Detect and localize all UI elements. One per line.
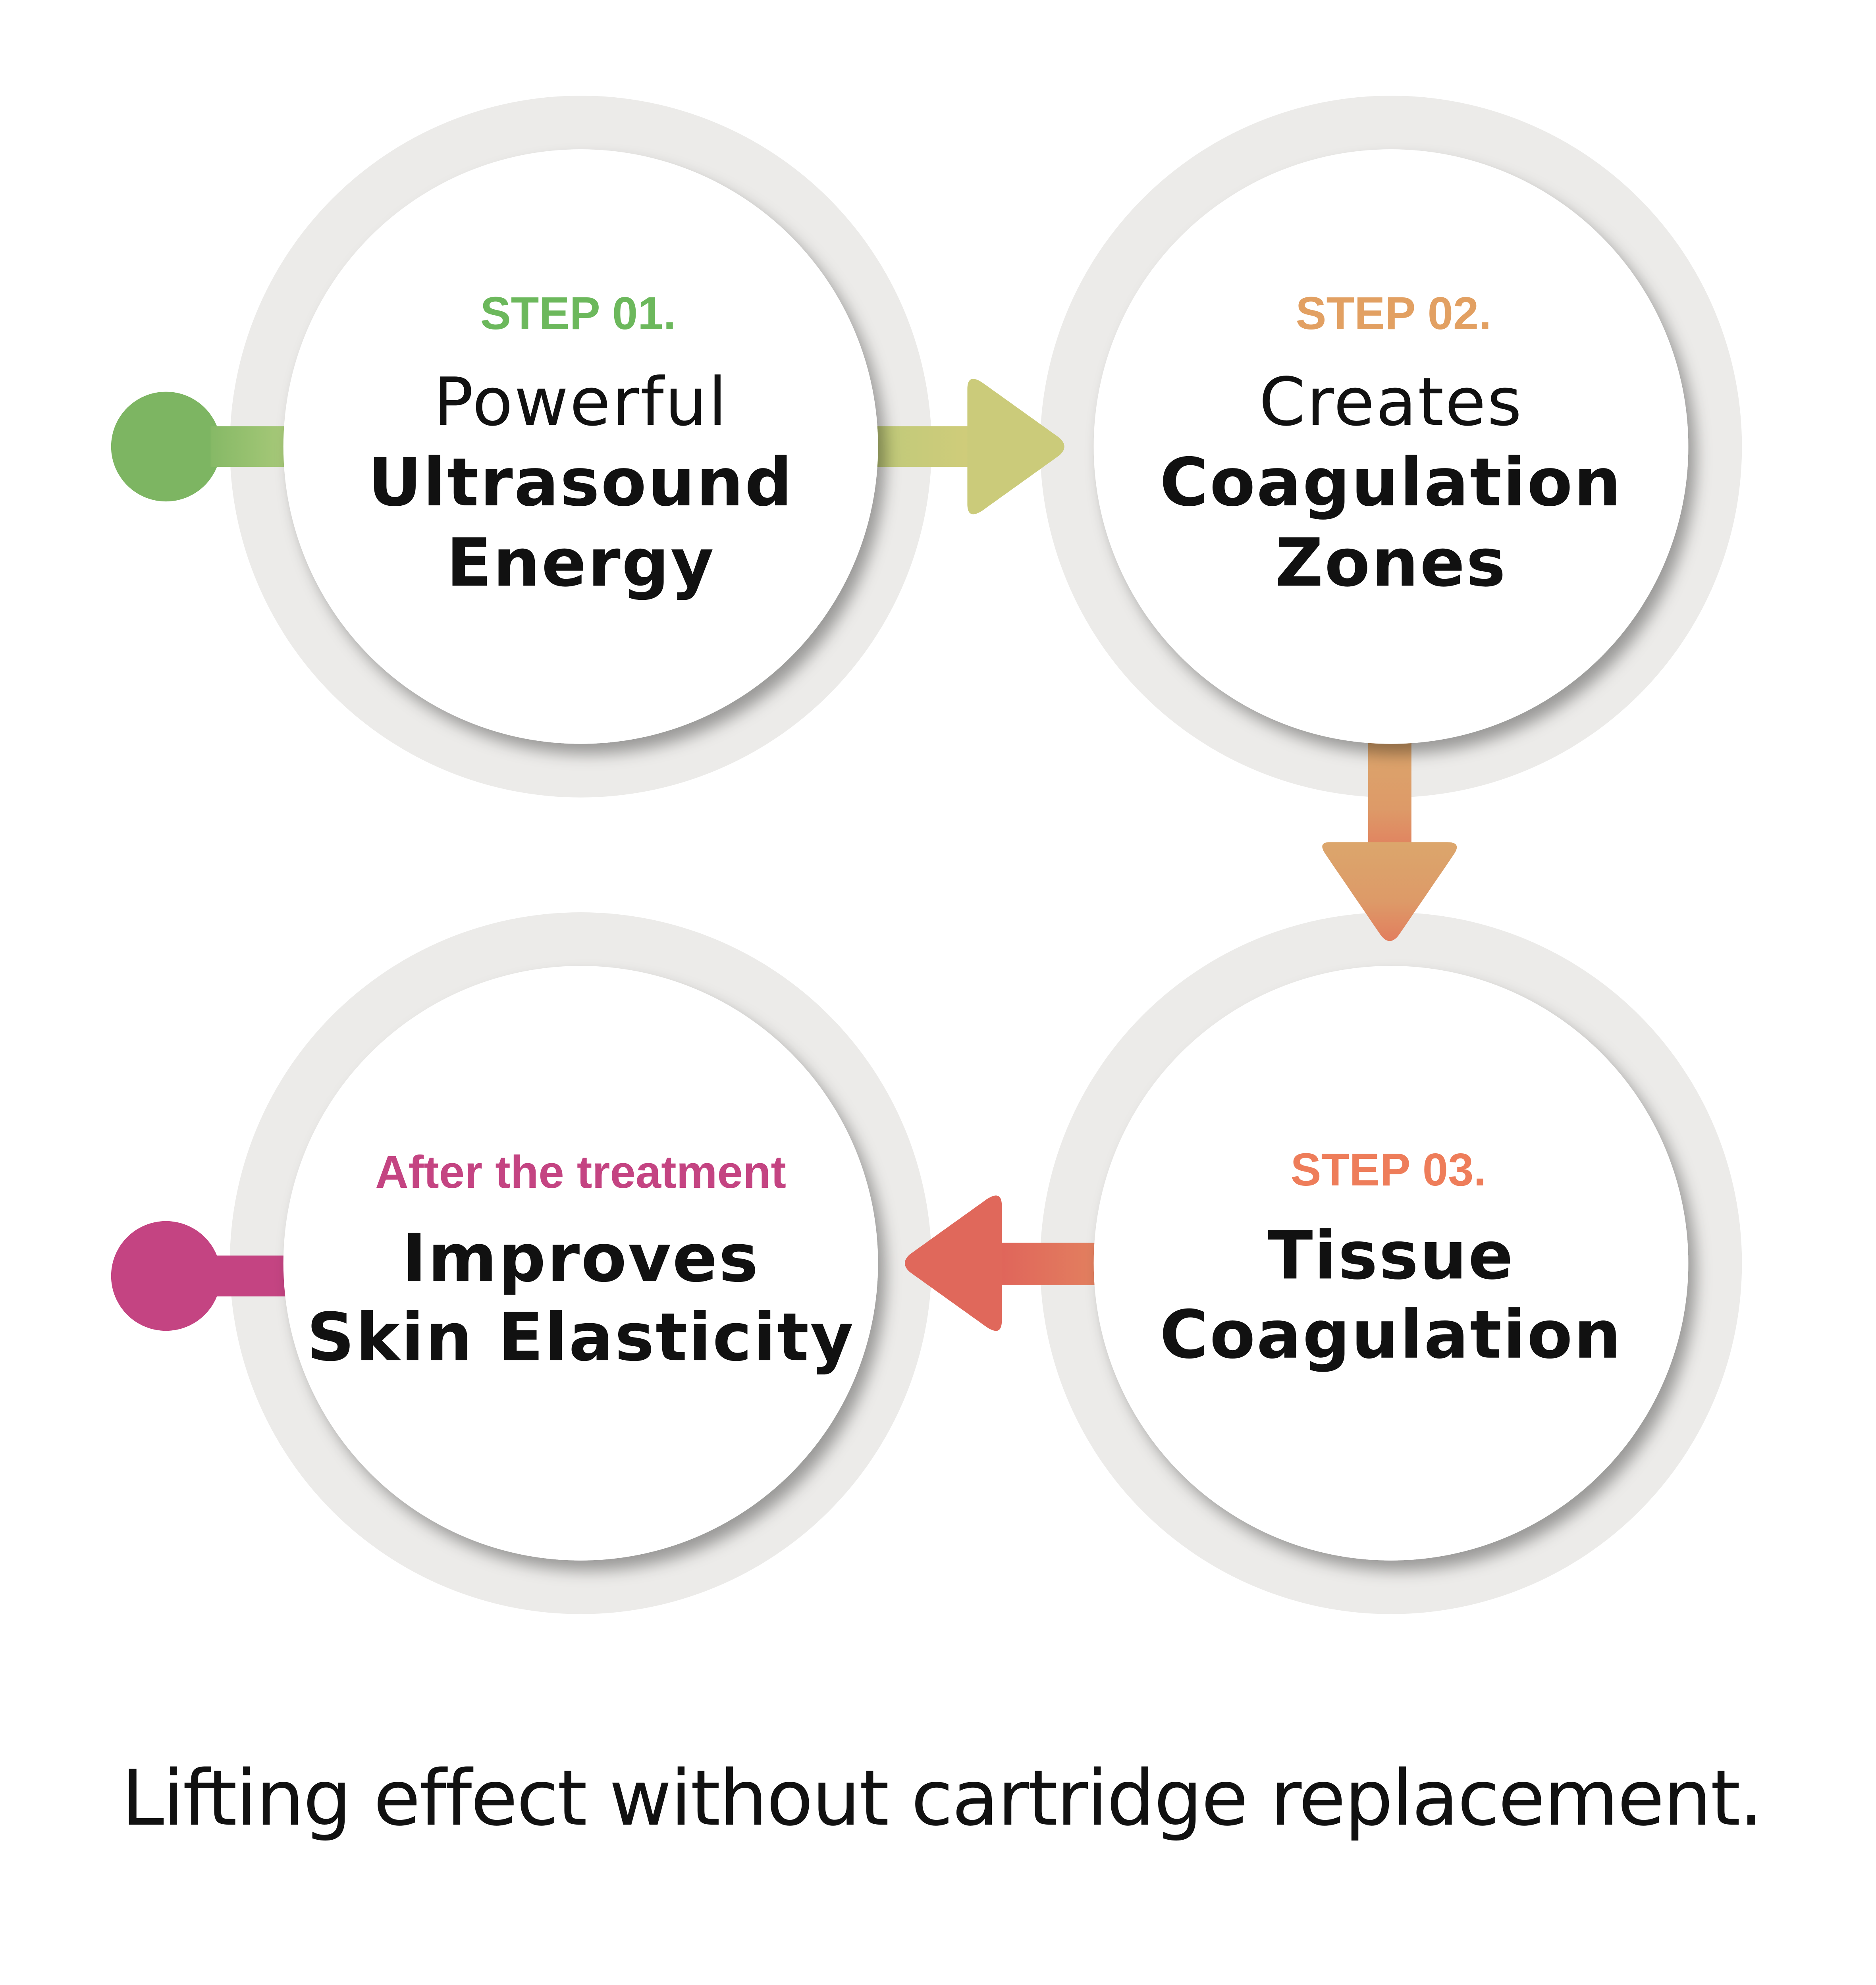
circle-step-3 [1093,966,1689,1561]
step-2-line3: Zones [1275,524,1507,601]
process-diagram: STEP 01. Powerful Ultrasound Energy STEP… [111,96,1764,1843]
step-3-line1: Tissue [1268,1217,1515,1294]
arrow-left-icon [904,1195,1098,1331]
after-line2: Skin Elasticity [307,1299,855,1376]
circle-step-4 [283,966,878,1561]
arrow-right-icon [874,379,1064,515]
step-3-line2: Coagulation [1160,1297,1622,1374]
step-1-label: STEP 01. [480,287,676,339]
after-label: After the treatment [375,1146,786,1198]
step-1-line3: Energy [446,524,715,601]
start-dot [111,391,221,502]
step-1-line2: Ultrasound [368,444,794,521]
end-dot [111,1221,221,1331]
after-line1: Improves [402,1220,760,1297]
circle-step-2 [1093,149,1689,744]
step-2-line1: Creates [1259,364,1523,441]
step-2-label: STEP 02. [1296,287,1491,339]
circle-step-1 [283,149,878,744]
step-3-label: STEP 03. [1291,1144,1487,1195]
arrow-down-icon [1322,740,1457,941]
caption: Lifting effect without cartridge replace… [121,1754,1762,1843]
step-2-line2: Coagulation [1160,444,1622,521]
start-connector [210,426,287,467]
end-connector [210,1255,287,1297]
step-1-line1: Powerful [434,364,728,441]
